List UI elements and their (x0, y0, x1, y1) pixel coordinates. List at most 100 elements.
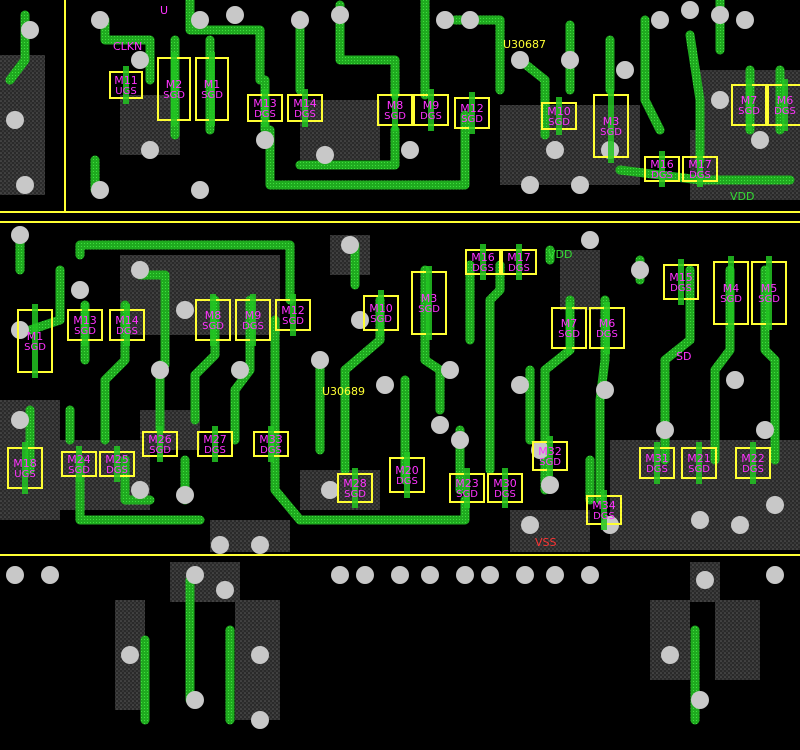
transistor-name: M21 (687, 452, 711, 465)
via-30 (751, 131, 769, 149)
transistor-name: M2 (166, 78, 183, 91)
transistor-gate (404, 452, 410, 498)
vss-label: VSS (535, 536, 557, 549)
cell-label-u30689: U30689 (322, 385, 365, 398)
transistor-gate (123, 66, 129, 104)
transistor-gate (262, 89, 268, 127)
transistor-name: M13 (253, 97, 277, 110)
transistor-pins: DGS (670, 283, 692, 294)
transistor-gate (556, 97, 562, 135)
via-37 (351, 311, 369, 329)
via-10 (681, 1, 699, 19)
via-27 (191, 181, 209, 199)
transistor-pins: DGS (242, 321, 264, 332)
transistor-gate (469, 92, 475, 134)
via-36 (71, 281, 89, 299)
via-75 (546, 566, 564, 584)
transistor-name: M24 (67, 453, 91, 466)
transistor-layer: M11UGSM2SGDM1SGDM13DGSM14DGSM8SGDM9DGSM1… (7, 52, 800, 530)
via-3 (191, 11, 209, 29)
transistor-gate (678, 259, 684, 305)
transistor-name: M3 (603, 115, 620, 128)
transistor-gate (746, 79, 752, 131)
via-15 (561, 51, 579, 69)
via-14 (511, 51, 529, 69)
transistor-name: M16 (471, 251, 495, 264)
transistor-name: M6 (599, 317, 616, 330)
transistor-name: M11 (114, 74, 138, 87)
transistor-name: M5 (761, 282, 778, 295)
transistor-pins: DGS (651, 170, 673, 181)
transistor-name: M18 (13, 457, 37, 470)
transistor-gate (566, 302, 572, 354)
vdd-label-top: VDD (730, 190, 754, 203)
via-63 (211, 536, 229, 554)
transistor-pins: SGD (600, 127, 622, 138)
transistor-pins: SGD (68, 465, 90, 476)
transistor-gate (378, 290, 384, 336)
via-41 (441, 361, 459, 379)
vdd-label-mid: VDD (548, 248, 572, 261)
transistor-pins: DGS (116, 326, 138, 337)
transistor-gate (171, 52, 177, 126)
transistor-gate (209, 52, 215, 126)
via-46 (596, 381, 614, 399)
transistor-gate (428, 89, 434, 131)
via-43 (231, 361, 249, 379)
via-82 (661, 646, 679, 664)
transistor-pins: SGD (282, 316, 304, 327)
via-13 (131, 51, 149, 69)
transistor-pins: SGD (74, 326, 96, 337)
via-26 (91, 181, 109, 199)
via-84 (251, 711, 269, 729)
via-51 (756, 421, 774, 439)
transistor-name: M12 (460, 102, 484, 115)
u-net-label: U (160, 4, 168, 17)
